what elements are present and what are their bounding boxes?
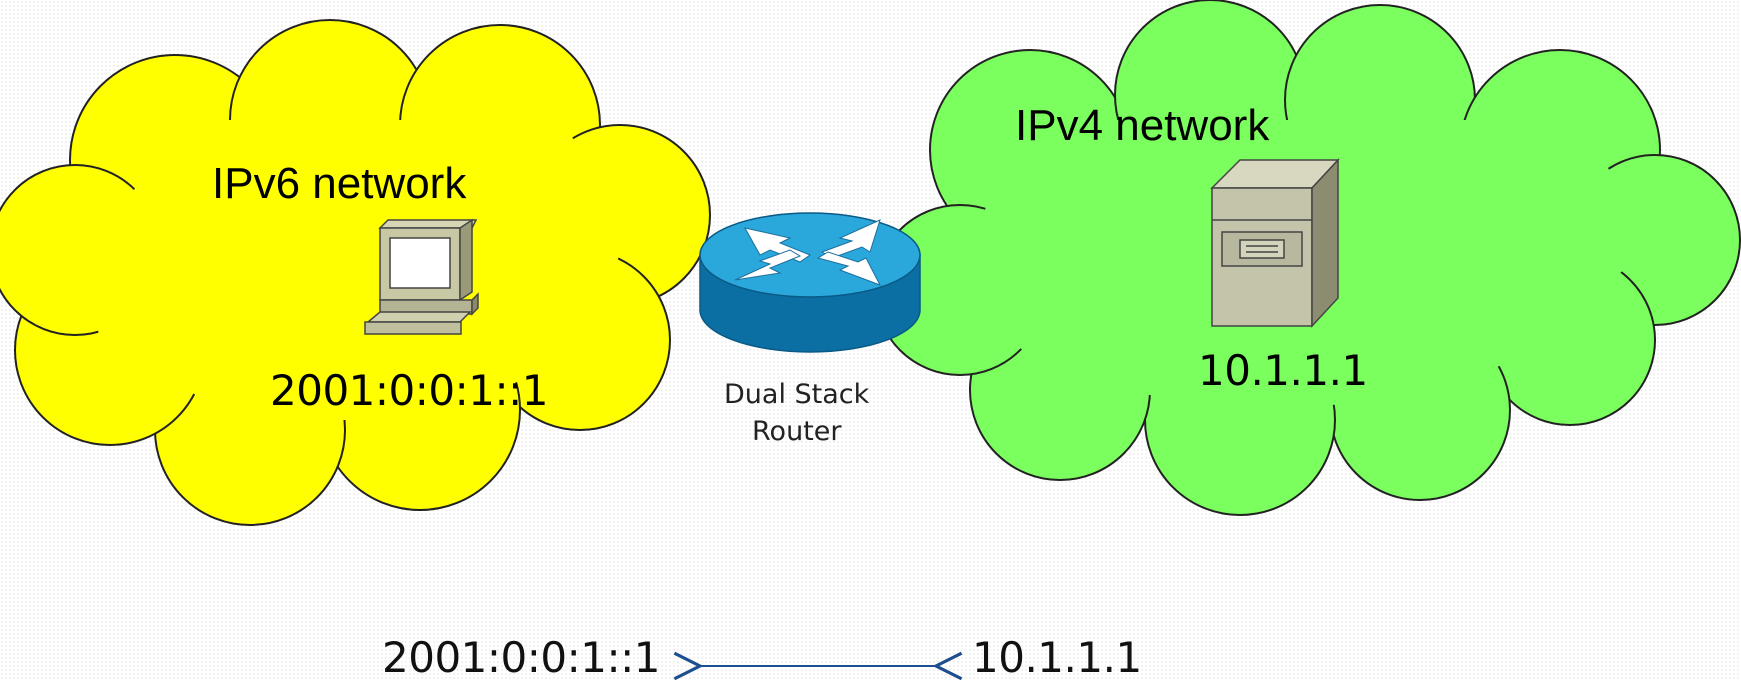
translation-left-address: 2001:0:0:1::1: [382, 633, 660, 680]
router-icon: Dual Stack Router: [699, 212, 921, 447]
ipv6-host-address: 2001:0:0:1::1: [270, 366, 548, 415]
ipv4-network-title: IPv4 network: [1015, 101, 1270, 150]
translation-right-address: 10.1.1.1: [972, 633, 1142, 680]
desktop-computer-icon: [364, 218, 479, 335]
router-label-line1: Dual Stack: [724, 379, 870, 410]
ipv4-host-address: 10.1.1.1: [1198, 346, 1368, 395]
ipv6-network-cloud: IPv6 network 2001:0:0:1::1: [0, 19, 711, 526]
router-label-line2: Router: [752, 416, 842, 447]
server-tower-icon: [1210, 158, 1340, 328]
ipv6-network-title: IPv6 network: [212, 159, 467, 208]
address-translation: 2001:0:0:1::1 10.1.1.1: [382, 633, 1142, 680]
